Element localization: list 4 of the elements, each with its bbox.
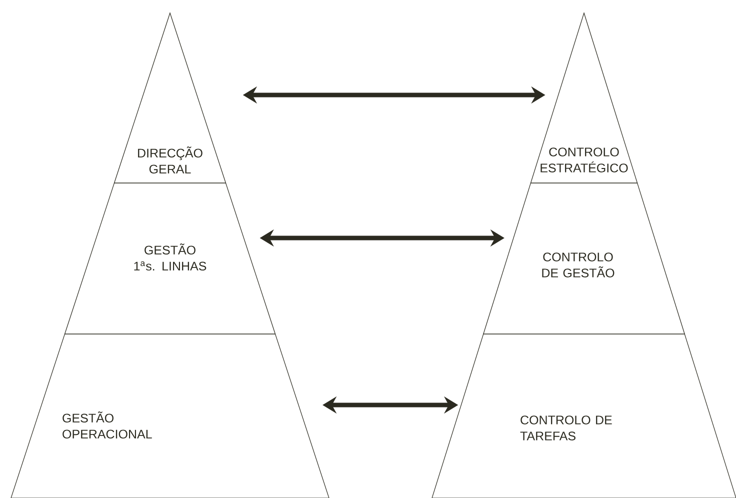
- pyramid-band: GESTÃO OPERACIONAL: [10, 334, 330, 498]
- pyramid-band: CONTROLO DE TAREFAS: [432, 334, 736, 498]
- pyramid-band: CONTROLO DE GESTÃO: [483, 182, 686, 334]
- pyramid-band: GESTÃO 1$^{a}$s. LINHAS: [64, 182, 276, 334]
